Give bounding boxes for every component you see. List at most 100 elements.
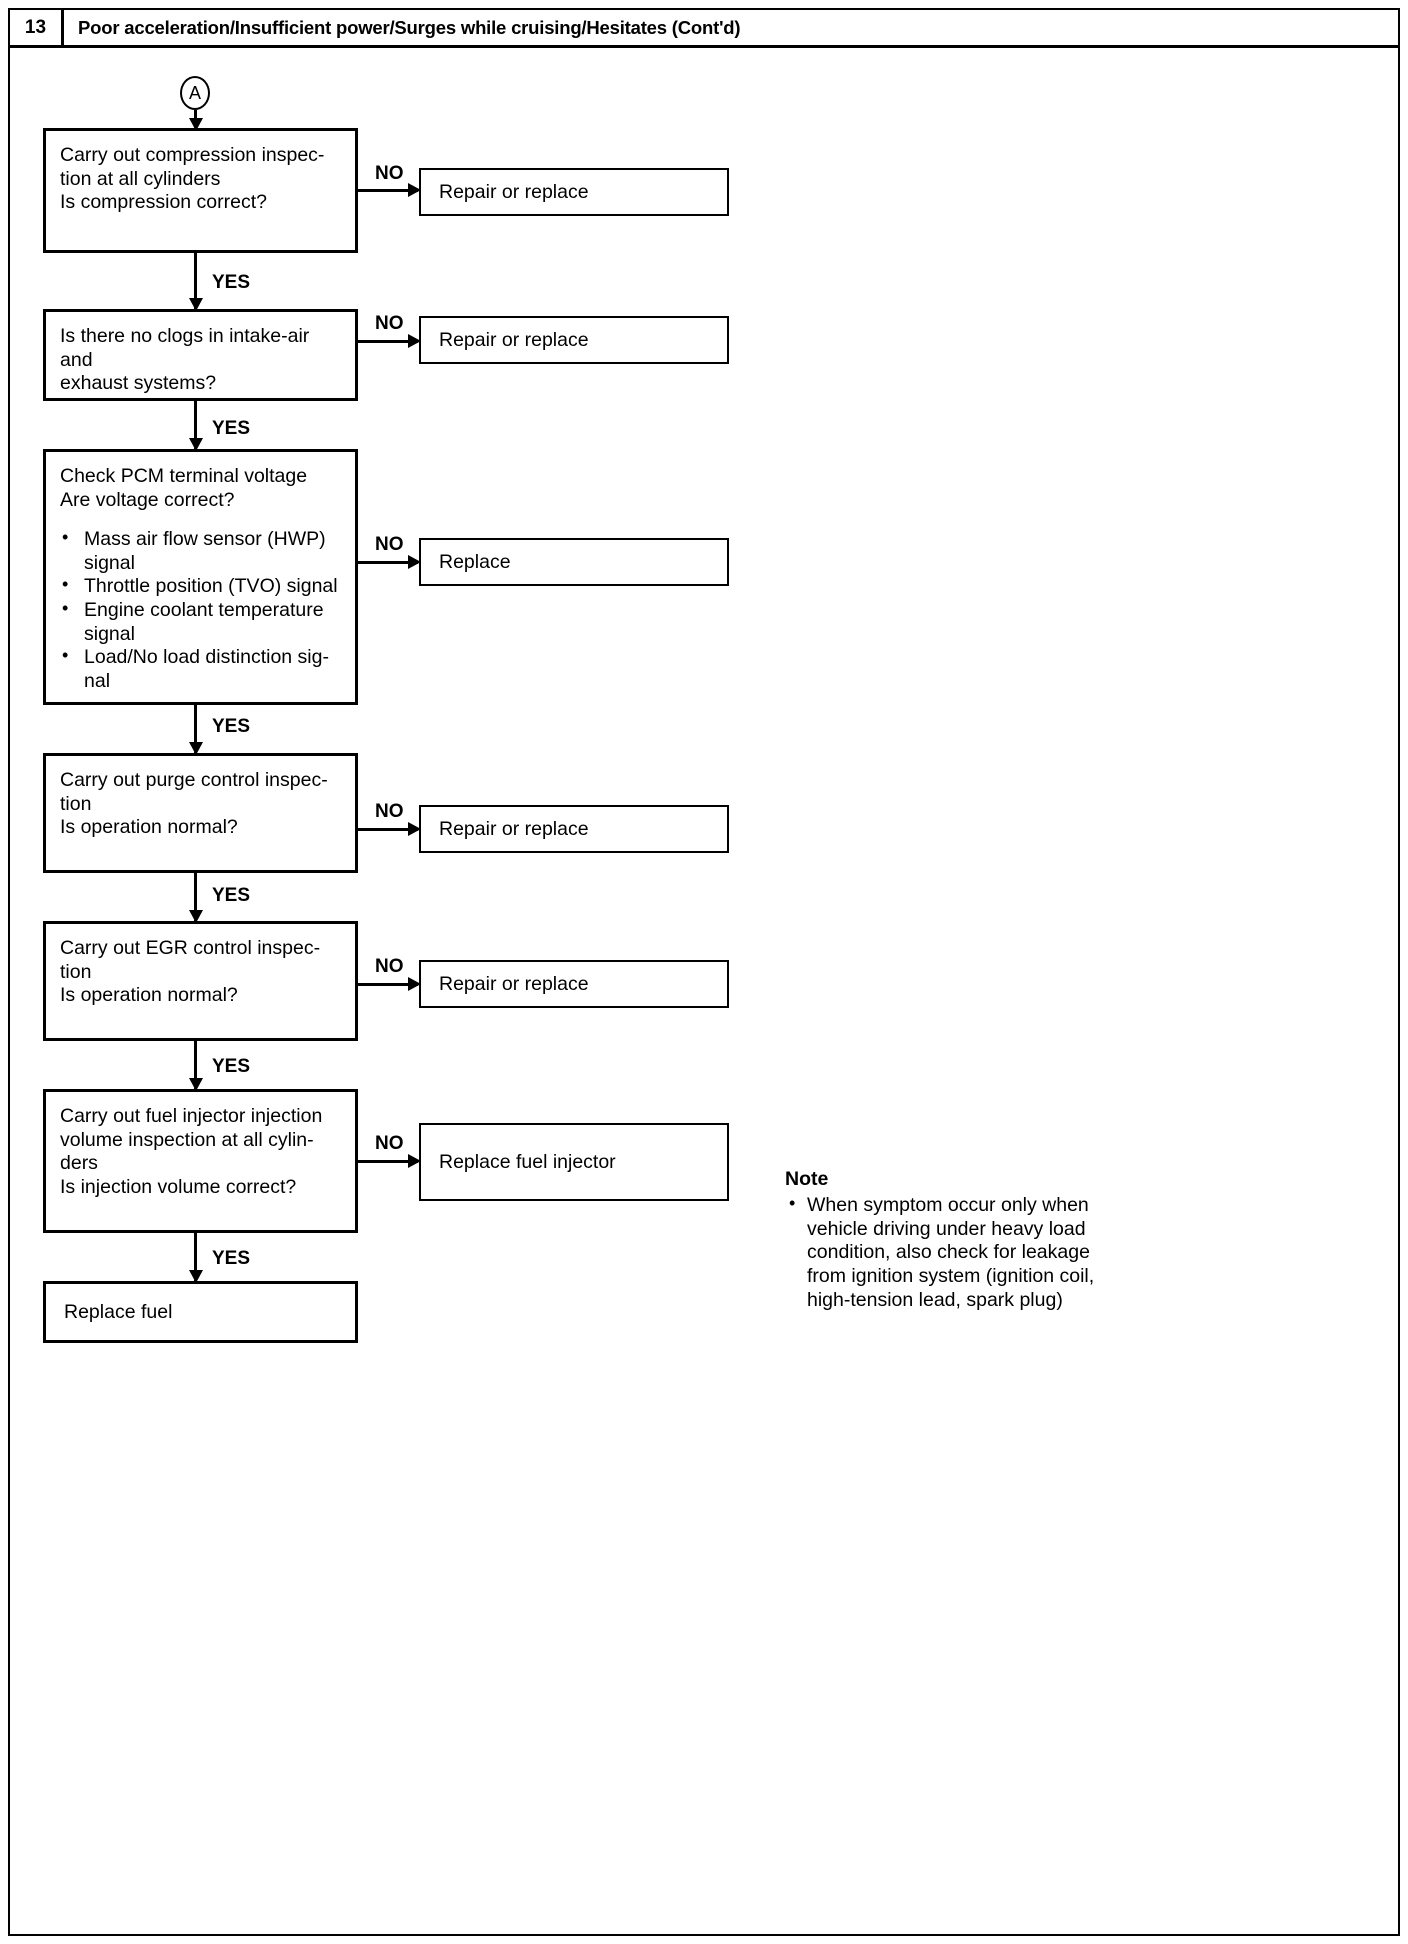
page-header: 13 Poor acceleration/Insufficient power/… [10, 10, 1398, 48]
step-pcm-voltage-line-1: Check PCM terminal voltage [60, 465, 308, 487]
step-compression-line-1: Carry out compression inspec- [60, 144, 325, 166]
step-compression-line-2: tion at all cylinders [60, 167, 221, 190]
bullet-load-no-load-line-2: nal [84, 669, 111, 692]
step-fuel-injector-no-line [358, 1160, 418, 1163]
step-fuel-injector-no-arrow [408, 1154, 421, 1168]
note-block: Note When symptom occur only when vehicl… [785, 1168, 1105, 1313]
step-clogs-yes-line [194, 401, 197, 449]
connector-a-label: A [188, 82, 201, 103]
bullet-mass-air-flow-line-2: signal [84, 551, 135, 574]
page-title: Poor acceleration/Insufficient power/Sur… [78, 16, 741, 38]
bullet-engine-coolant-temp-line-2: signal [84, 622, 135, 645]
connector-a: A [180, 76, 210, 110]
step-purge-control-box: Carry out purge control inspec- tion Is … [43, 753, 358, 873]
step-compression-no-arrow [408, 183, 421, 197]
page-number: 13 [10, 10, 64, 45]
note-item-line-5: high-tension lead, spark plug) [807, 1288, 1063, 1311]
step-pcm-voltage-yes-label: YES [212, 716, 251, 737]
step-egr-control-line-1: Carry out EGR control inspec- [60, 937, 321, 959]
step-pcm-voltage-line-2: Are voltage correct? [60, 488, 235, 511]
step-egr-control-no-label: NO [375, 956, 404, 977]
step-purge-control-no-line [358, 828, 418, 831]
step-clogs-yes-label: YES [212, 418, 251, 439]
step-egr-control-no-arrow [408, 977, 421, 991]
action-replace-fuel-label: Replace fuel [64, 1300, 173, 1323]
step-clogs-no-line [358, 340, 418, 343]
action-repair-or-replace-1-label: Repair or replace [439, 180, 589, 203]
step-fuel-injector-line-3: ders [60, 1152, 98, 1175]
step-clogs-box: Is there no clogs in intake-air and exha… [43, 309, 358, 401]
step-compression-yes-line [194, 253, 197, 309]
step-pcm-voltage-no-label: NO [375, 534, 404, 555]
action-replace-fuel-injector-label: Replace fuel injector [439, 1150, 616, 1173]
action-replace: Replace [419, 538, 729, 586]
step-fuel-injector-box: Carry out fuel injector injection volume… [43, 1089, 358, 1233]
action-repair-or-replace-2: Repair or replace [419, 316, 729, 364]
action-repair-or-replace-2-label: Repair or replace [439, 328, 589, 351]
step-clogs-no-arrow [408, 334, 421, 348]
step-pcm-voltage-yes-line [194, 705, 197, 753]
step-fuel-injector-line-1: Carry out fuel injector injection [60, 1105, 323, 1127]
step-egr-control-no-line [358, 983, 418, 986]
step-fuel-injector-line-2: volume inspection at all cylin- [60, 1128, 314, 1151]
note-item-line-2: vehicle driving under heavy load [807, 1217, 1086, 1240]
step-purge-control-yes-label: YES [212, 885, 251, 906]
connector-a-arrow [188, 118, 203, 131]
bullet-engine-coolant-temp-line-1: Engine coolant temperature [84, 598, 324, 621]
step-compression-box: Carry out compression inspec- tion at al… [43, 128, 358, 253]
step-egr-control-line-2: tion [60, 960, 92, 983]
step-compression-no-label: NO [375, 163, 404, 184]
step-egr-control-box: Carry out EGR control inspec- tion Is op… [43, 921, 358, 1041]
step-pcm-voltage-no-line [358, 561, 418, 564]
step-fuel-injector-no-label: NO [375, 1133, 404, 1154]
bullet-engine-coolant-temp: Engine coolant temperature signal [62, 598, 341, 646]
step-fuel-injector-line-4: Is injection volume correct? [60, 1175, 297, 1198]
note-item-heavy-load: When symptom occur only when vehicle dri… [789, 1193, 1105, 1313]
step-pcm-voltage-no-arrow [408, 555, 421, 569]
action-repair-or-replace-3: Repair or replace [419, 805, 729, 853]
note-item-line-1: When symptom occur only when [807, 1193, 1089, 1216]
bullet-load-no-load: Load/No load distinction sig- nal [62, 645, 341, 693]
bullet-mass-air-flow-line-1: Mass air flow sensor (HWP) [84, 528, 326, 551]
step-purge-control-yes-line [194, 873, 197, 921]
bullet-throttle-position: Throttle position (TVO) signal [62, 574, 341, 599]
note-title: Note [785, 1168, 829, 1190]
step-pcm-voltage-yes-arrow [188, 742, 203, 755]
step-clogs-no-label: NO [375, 313, 404, 334]
step-pcm-voltage-bullets: Mass air flow sensor (HWP) signal Thrott… [60, 527, 341, 693]
bullet-load-no-load-line-1: Load/No load distinction sig- [84, 646, 329, 669]
manual-page: 13 Poor acceleration/Insufficient power/… [8, 8, 1400, 1936]
step-egr-control-yes-label: YES [212, 1056, 251, 1077]
bullet-mass-air-flow: Mass air flow sensor (HWP) signal [62, 527, 341, 575]
note-item-line-4: from ignition system (ignition coil, [807, 1265, 1095, 1288]
note-list: When symptom occur only when vehicle dri… [785, 1193, 1105, 1313]
step-clogs-line-2: exhaust systems? [60, 372, 217, 395]
step-compression-no-line [358, 189, 418, 192]
step-purge-control-no-arrow [408, 822, 421, 836]
action-replace-label: Replace [439, 550, 511, 573]
action-repair-or-replace-4: Repair or replace [419, 960, 729, 1008]
action-repair-or-replace-3-label: Repair or replace [439, 817, 589, 840]
action-replace-fuel-injector: Replace fuel injector [419, 1123, 729, 1201]
step-compression-line-3: Is compression correct? [60, 191, 267, 214]
step-purge-control-no-label: NO [375, 801, 404, 822]
step-egr-control-yes-arrow [188, 1078, 203, 1091]
note-item-line-3: condition, also check for leakage [807, 1241, 1090, 1264]
step-pcm-voltage-box: Check PCM terminal voltage Are voltage c… [43, 449, 358, 705]
step-clogs-yes-arrow [188, 438, 203, 451]
step-purge-control-yes-arrow [188, 910, 203, 923]
step-purge-control-line-2: tion [60, 792, 92, 815]
bullet-throttle-position-line-1: Throttle position (TVO) signal [84, 575, 338, 598]
step-compression-yes-label: YES [212, 272, 251, 293]
step-clogs-line-1: Is there no clogs in intake-air and [60, 325, 310, 371]
action-repair-or-replace-4-label: Repair or replace [439, 972, 589, 995]
step-purge-control-line-1: Carry out purge control inspec- [60, 769, 328, 791]
step-fuel-injector-yes-line [194, 1233, 197, 1281]
action-repair-or-replace-1: Repair or replace [419, 168, 729, 216]
step-purge-control-line-3: Is operation normal? [60, 816, 238, 839]
action-replace-fuel: Replace fuel [43, 1281, 358, 1343]
step-compression-yes-arrow [188, 298, 203, 311]
step-fuel-injector-yes-label: YES [212, 1248, 251, 1269]
step-egr-control-line-3: Is operation normal? [60, 984, 238, 1007]
step-egr-control-yes-line [194, 1041, 197, 1089]
